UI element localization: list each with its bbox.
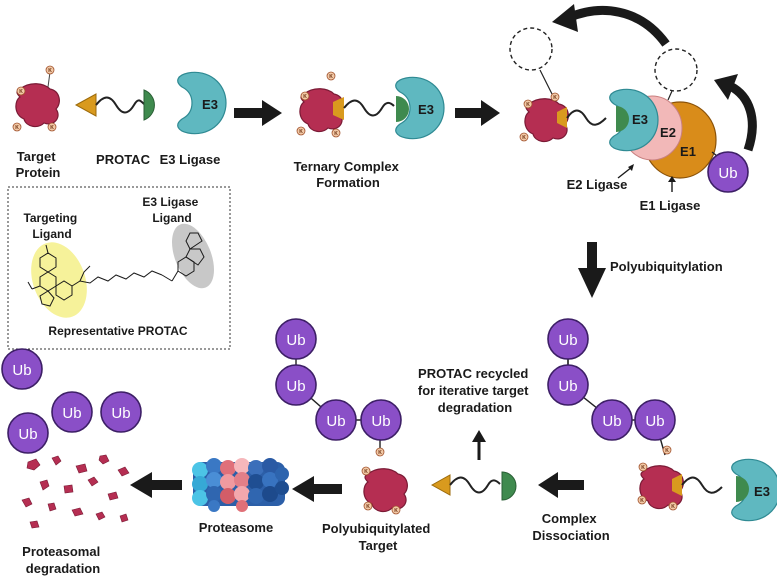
svg-text:K: K [640, 498, 644, 504]
free-ubiquitin-group: Ub Ub Ub Ub [1, 348, 142, 454]
proteasomal-degradation-label: Proteasomal degradation [22, 544, 104, 576]
complex-dissociation-label: Complex Dissociation [532, 511, 609, 543]
svg-text:Ub: Ub [18, 426, 37, 443]
representative-protac-inset: Targeting Ligand E3 Ligase Ligand Repres [7, 186, 231, 350]
e1-pointer-arrow [668, 176, 676, 192]
svg-text:E3: E3 [202, 97, 218, 112]
protac-label: PROTAC [96, 152, 151, 167]
svg-text:K: K [378, 450, 382, 456]
e2-pointer-arrow [617, 164, 634, 179]
lysine-tag: K [48, 68, 52, 74]
svg-text:K: K [299, 129, 303, 135]
arrow-left-to-proteasome [292, 476, 342, 502]
svg-text:K: K [329, 74, 333, 80]
ternary-complex-icon: E3 K K K K [296, 71, 445, 140]
arrow-left-dissociation [538, 472, 584, 498]
svg-text:K: K [665, 448, 669, 454]
protac-recycled-label: PROTAC recycled for iterative target deg… [418, 366, 532, 415]
peptide-fragments-icon [21, 454, 130, 529]
target-protein-label: Target Protein [16, 149, 61, 180]
proteasome-icon [192, 458, 289, 512]
svg-text:Ub: Ub [111, 405, 130, 422]
e1-ligase-label: E1 Ligase [640, 198, 701, 213]
svg-text:K: K [526, 102, 530, 108]
svg-text:K: K [641, 465, 645, 471]
svg-text:K: K [334, 131, 338, 137]
svg-text:K: K [671, 504, 675, 510]
arrow-up-recycled [472, 430, 486, 460]
ub-transfer-arrows [552, 4, 757, 152]
polyubiquitylated-target-label: Polyubiquitylated Target [322, 521, 434, 553]
svg-text:Ub: Ub [326, 413, 345, 430]
released-protac-icon [430, 471, 517, 501]
svg-text:K: K [394, 508, 398, 514]
svg-text:E3: E3 [754, 484, 770, 499]
arrow-right-2 [455, 100, 500, 126]
e3-ligase-icon: E3 [177, 71, 227, 135]
svg-text:E2: E2 [660, 125, 676, 140]
ternary-complex-label: Ternary Complex Formation [294, 159, 403, 190]
e3-ligase-ligand-highlight [172, 223, 214, 289]
protac-molecule-icon [74, 89, 155, 121]
targeting-ligand-highlight [31, 242, 87, 318]
svg-text:Ub: Ub [286, 378, 305, 395]
e3-ligase-ligand-label: E3 Ligase Ligand [142, 195, 201, 225]
svg-text:K: K [50, 125, 54, 131]
svg-text:K: K [522, 135, 526, 141]
target-protein-icon: K K K K [12, 65, 60, 132]
svg-text:Ub: Ub [286, 332, 305, 349]
e3-ligase-label: E3 Ligase [160, 152, 221, 167]
e1-e2-e3-complex-icon: E1 E2 E3 K K K Ub [509, 27, 749, 193]
svg-text:Ub: Ub [718, 165, 737, 182]
svg-text:E3: E3 [632, 112, 648, 127]
svg-text:Ub: Ub [62, 405, 81, 422]
svg-text:E3: E3 [418, 102, 434, 117]
arrow-down-polyubiquitylation [578, 242, 606, 298]
svg-text:K: K [303, 94, 307, 100]
svg-text:Ub: Ub [371, 413, 390, 430]
arrow-right-1 [234, 100, 282, 126]
svg-text:K: K [553, 95, 557, 101]
svg-text:K: K [366, 504, 370, 510]
svg-text:Ub: Ub [12, 362, 31, 379]
svg-text:Ub: Ub [602, 413, 621, 430]
svg-text:E1: E1 [680, 144, 696, 159]
proteasome-label: Proteasome [199, 520, 273, 535]
svg-text:Ub: Ub [558, 378, 577, 395]
svg-text:Ub: Ub [558, 332, 577, 349]
chemical-structure [27, 232, 205, 307]
arrow-left-to-degradation [130, 472, 182, 498]
e2-ligase-label: E2 Ligase [567, 177, 628, 192]
targeting-ligand-label: Targeting Ligand [23, 211, 80, 241]
svg-text:K: K [19, 89, 23, 95]
svg-text:Ub: Ub [645, 413, 664, 430]
polyubiquitylation-label: Polyubiquitylation [610, 259, 723, 274]
polyubiquitylated-target-icon: Ub Ub Ub Ub K K K K [275, 318, 408, 515]
representative-protac-caption: Representative PROTAC [48, 324, 187, 338]
svg-text:K: K [364, 469, 368, 475]
polyubiquitylated-ternary-complex: Ub Ub Ub Ub K E3 K K K [547, 318, 777, 522]
svg-text:K: K [15, 125, 19, 131]
